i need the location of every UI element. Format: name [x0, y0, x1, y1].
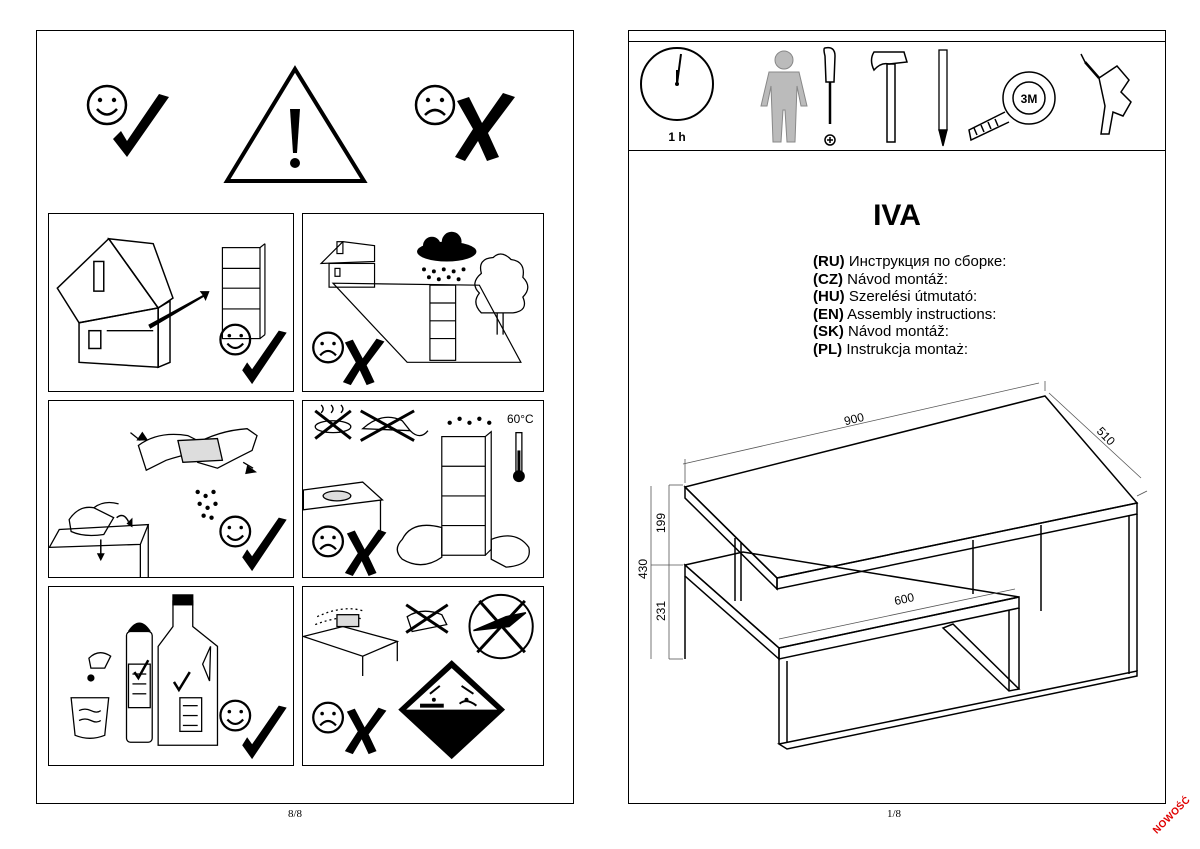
spray-can-icon [125, 622, 153, 743]
instruction-line: (RU) Инструкция по сборке: [813, 253, 1007, 270]
rain-drops-icon [447, 416, 492, 425]
detergent-bottle-icon [157, 594, 219, 746]
cross-icon [344, 529, 387, 577]
dimension-width: 900 [843, 410, 866, 429]
table-wet-icon [303, 481, 384, 535]
instruction-line: (HU) Szerelési útmutató: [813, 288, 978, 305]
cross-icon [344, 707, 387, 755]
time-label: 1 h [668, 130, 685, 144]
table-drawing: 900 510 430 199 231 600 [636, 381, 1148, 750]
care-instructions-page: 60°C [36, 30, 574, 804]
no-hot-pan-icon [314, 404, 352, 440]
tree-icon [474, 253, 529, 335]
no-knife-icon [468, 593, 534, 660]
water-drops-icon [195, 489, 218, 520]
panel-no-abrasives [302, 586, 544, 766]
dimension-depth: 510 [1094, 424, 1118, 448]
check-icon [242, 330, 287, 385]
no-iron-icon [359, 409, 429, 442]
pencil-icon [938, 49, 948, 147]
bowl-drop-icon [70, 652, 112, 739]
smiley-icon [219, 699, 252, 732]
table-wipe-icon [49, 501, 150, 577]
panel-indoor-use [48, 213, 294, 392]
tape-measure-icon: 3M [968, 71, 1056, 142]
corrosive-hazard-icon [398, 660, 506, 760]
ground-outline [331, 282, 522, 363]
sad-icon [312, 525, 345, 558]
instruction-line: (CZ) Návod montáž: [813, 270, 949, 288]
page-number: 1/8 [887, 808, 902, 820]
hands-wringing-icon [130, 428, 258, 472]
panel-wipe-dry-cloth [48, 400, 294, 578]
warning-triangle-icon [223, 65, 368, 183]
panel-no-outdoor-use [302, 213, 544, 392]
smiley-icon [219, 515, 252, 548]
shelf-icon [441, 430, 492, 556]
warning-row [86, 65, 515, 183]
tape-brand: 3M [1021, 92, 1038, 106]
check-icon [242, 705, 287, 760]
thermometer-icon [512, 431, 525, 483]
screwdriver-icon [823, 46, 836, 146]
sad-cross-icon [414, 84, 515, 161]
puddle-left [396, 524, 443, 566]
dimension-height: 430 [636, 559, 650, 579]
instruction-line: (SK) Návod montáž: [813, 323, 949, 340]
check-icon [242, 517, 287, 572]
cover-page: 1 h [628, 30, 1166, 804]
page-number: 8/8 [288, 808, 303, 820]
temperature-label: 60°C [507, 412, 534, 426]
arrow-icon [148, 291, 210, 329]
shelf-icon [221, 243, 266, 340]
smiley-check-icon [86, 84, 169, 157]
tools-required-bar: 1 h [629, 41, 1165, 151]
shelf-icon [429, 284, 457, 361]
sad-icon [312, 331, 345, 364]
panel-no-water-heat: 60°C [302, 400, 544, 578]
rain-cloud-icon [417, 231, 477, 282]
sad-icon [312, 701, 345, 734]
drill-icon [1080, 53, 1132, 135]
no-scrub-icon [405, 603, 449, 634]
sponge-table-icon [303, 608, 400, 676]
instruction-line: (PL) Instrukcja montaż: [813, 340, 969, 358]
panel-mild-cleaners [48, 586, 294, 766]
dimension-lower: 231 [654, 601, 668, 621]
person-icon [760, 50, 808, 143]
clock-icon [640, 47, 714, 121]
dimension-shelf: 600 [893, 590, 916, 608]
cross-icon [342, 338, 385, 386]
instructions-list: (RU) Инструкция по сборке: (CZ) Návod mo… [813, 253, 1006, 358]
instruction-line: (EN) Assembly instructions: [813, 305, 997, 323]
dimension-upper: 199 [654, 513, 668, 533]
product-title: IVA [873, 199, 921, 232]
small-house-icon [319, 241, 376, 288]
house-icon [56, 237, 174, 369]
hammer-icon [870, 51, 908, 143]
puddle-right [490, 535, 530, 568]
smiley-icon [219, 323, 252, 356]
